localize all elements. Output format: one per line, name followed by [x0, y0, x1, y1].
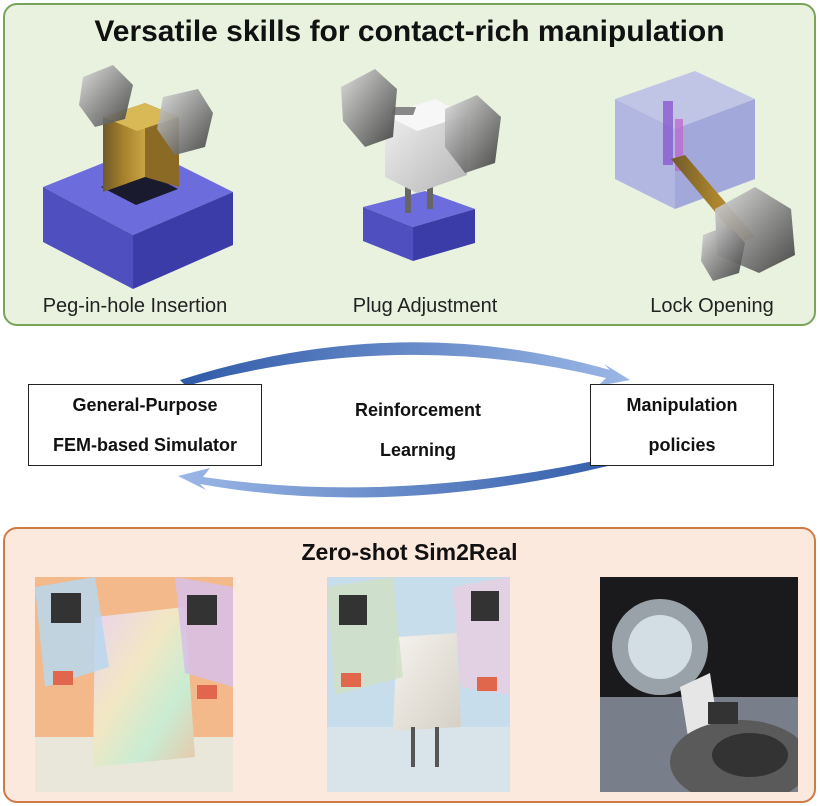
- skills-panel-title: Versatile skills for contact-rich manipu…: [94, 15, 725, 48]
- simulator-box: General-Purpose FEM-based Simulator: [28, 384, 262, 466]
- real-plug-adjustment-photo: [327, 577, 510, 792]
- lock-opening-illustration: [615, 71, 795, 281]
- training-cycle-arrows: [178, 342, 632, 498]
- real-peg-in-hole-photo: [35, 577, 233, 792]
- policies-box: Manipulation policies: [590, 384, 774, 466]
- simulation-skills-panel: Versatile skills for contact-rich manipu…: [3, 3, 816, 326]
- rl-label-line1: Reinforcement: [354, 400, 482, 420]
- rl-label-line2: Learning: [379, 440, 456, 460]
- simulator-box-line1: General-Purpose: [72, 395, 218, 415]
- policies-box-line1: Manipulation: [626, 395, 738, 415]
- policies-box-line2: policies: [648, 435, 716, 455]
- task-label-plug-adjustment: Plug Adjustment: [352, 295, 498, 317]
- real-lock-opening-photo: [600, 577, 798, 792]
- task-label-lock-opening: Lock Opening: [650, 295, 774, 317]
- plug-adjustment-illustration: [341, 69, 501, 261]
- peg-in-hole-illustration: [43, 65, 233, 289]
- simulator-box-line2: FEM-based Simulator: [52, 435, 238, 455]
- rl-label: Reinforcement Learning: [318, 390, 518, 470]
- sim2real-panel-title: Zero-shot Sim2Real: [301, 539, 518, 565]
- task-label-peg-in-hole: Peg-in-hole Insertion: [42, 295, 228, 317]
